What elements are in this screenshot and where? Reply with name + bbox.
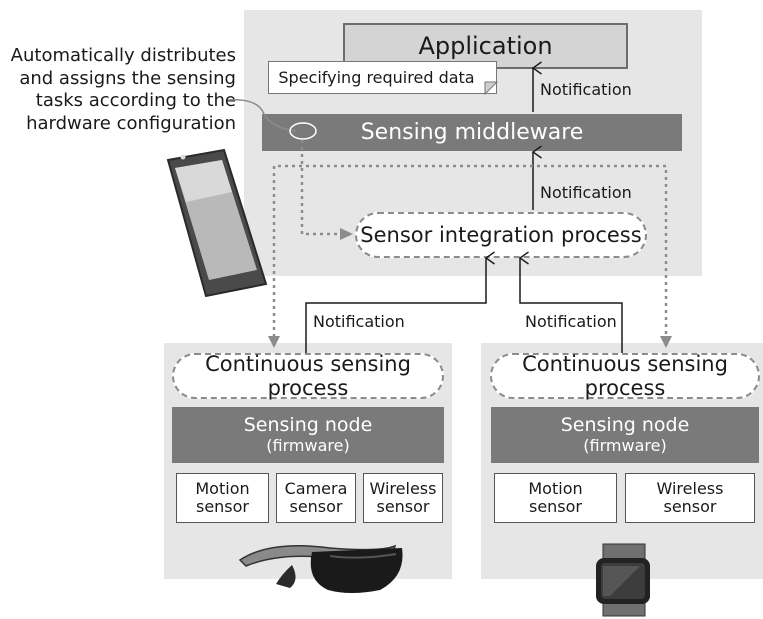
sensor-line: sensor (289, 497, 343, 516)
distribution-paths (272, 140, 668, 337)
sensor-line: Wireless (369, 478, 437, 498)
notification-label-right: Notification (525, 312, 617, 331)
left-continuous-sensing-process: Continuous sensing process (172, 352, 444, 400)
note-page-curl (484, 81, 499, 96)
specifying-data-note: Specifying required data (268, 61, 497, 94)
callout-text: Automatically distributes and assigns th… (0, 45, 236, 135)
right-sensing-node: Sensing node (firmware) (491, 407, 759, 463)
node-subtitle: (firmware) (266, 435, 350, 455)
callout-line: hardware configuration (26, 112, 236, 134)
sensor-line: Camera (284, 478, 348, 498)
specifying-data-label: Specifying required data (278, 68, 475, 87)
left-motion-sensor: Motion sensor (176, 473, 269, 523)
right-motion-sensor: Motion sensor (494, 473, 617, 523)
sensor-line: Motion (195, 478, 250, 498)
sensor-line: sensor (195, 497, 250, 516)
callout-line: tasks according to the (35, 90, 236, 111)
distribution-arrowheads (268, 228, 672, 348)
notification-label-middleware: Notification (540, 183, 632, 202)
notification-arrows (305, 61, 623, 353)
callout-line: and assigns the sensing (19, 67, 236, 89)
sensor-line: sensor (376, 497, 430, 516)
smartwatch-icon (596, 543, 650, 617)
node-title: Sensing node (560, 413, 690, 436)
right-continuous-sensing-process: Continuous sensing process (490, 352, 760, 400)
sensor-line: Motion (528, 478, 583, 498)
sensor-line: sensor (528, 497, 583, 516)
notification-label-app: Notification (540, 80, 632, 99)
node-subtitle: (firmware) (583, 435, 667, 455)
left-camera-sensor: Camera sensor (276, 473, 356, 523)
sensor-line: Wireless (656, 478, 724, 498)
callout-leader-line (227, 99, 297, 132)
sensor-line: sensor (663, 497, 717, 516)
left-sensing-node: Sensing node (firmware) (172, 407, 444, 463)
left-wireless-sensor: Wireless sensor (363, 473, 443, 523)
right-wireless-sensor: Wireless sensor (625, 473, 755, 523)
tablet-device-icon (166, 148, 268, 298)
callout-anchor-ellipse (289, 122, 317, 140)
smart-glasses-icon (238, 544, 403, 593)
sensor-integration-process: Sensor integration process (355, 212, 647, 258)
notification-label-left: Notification (313, 312, 405, 331)
sensing-middleware-bar: Sensing middleware (262, 114, 682, 151)
node-title: Sensing node (243, 413, 373, 436)
callout-line: Automatically distributes (10, 45, 236, 66)
